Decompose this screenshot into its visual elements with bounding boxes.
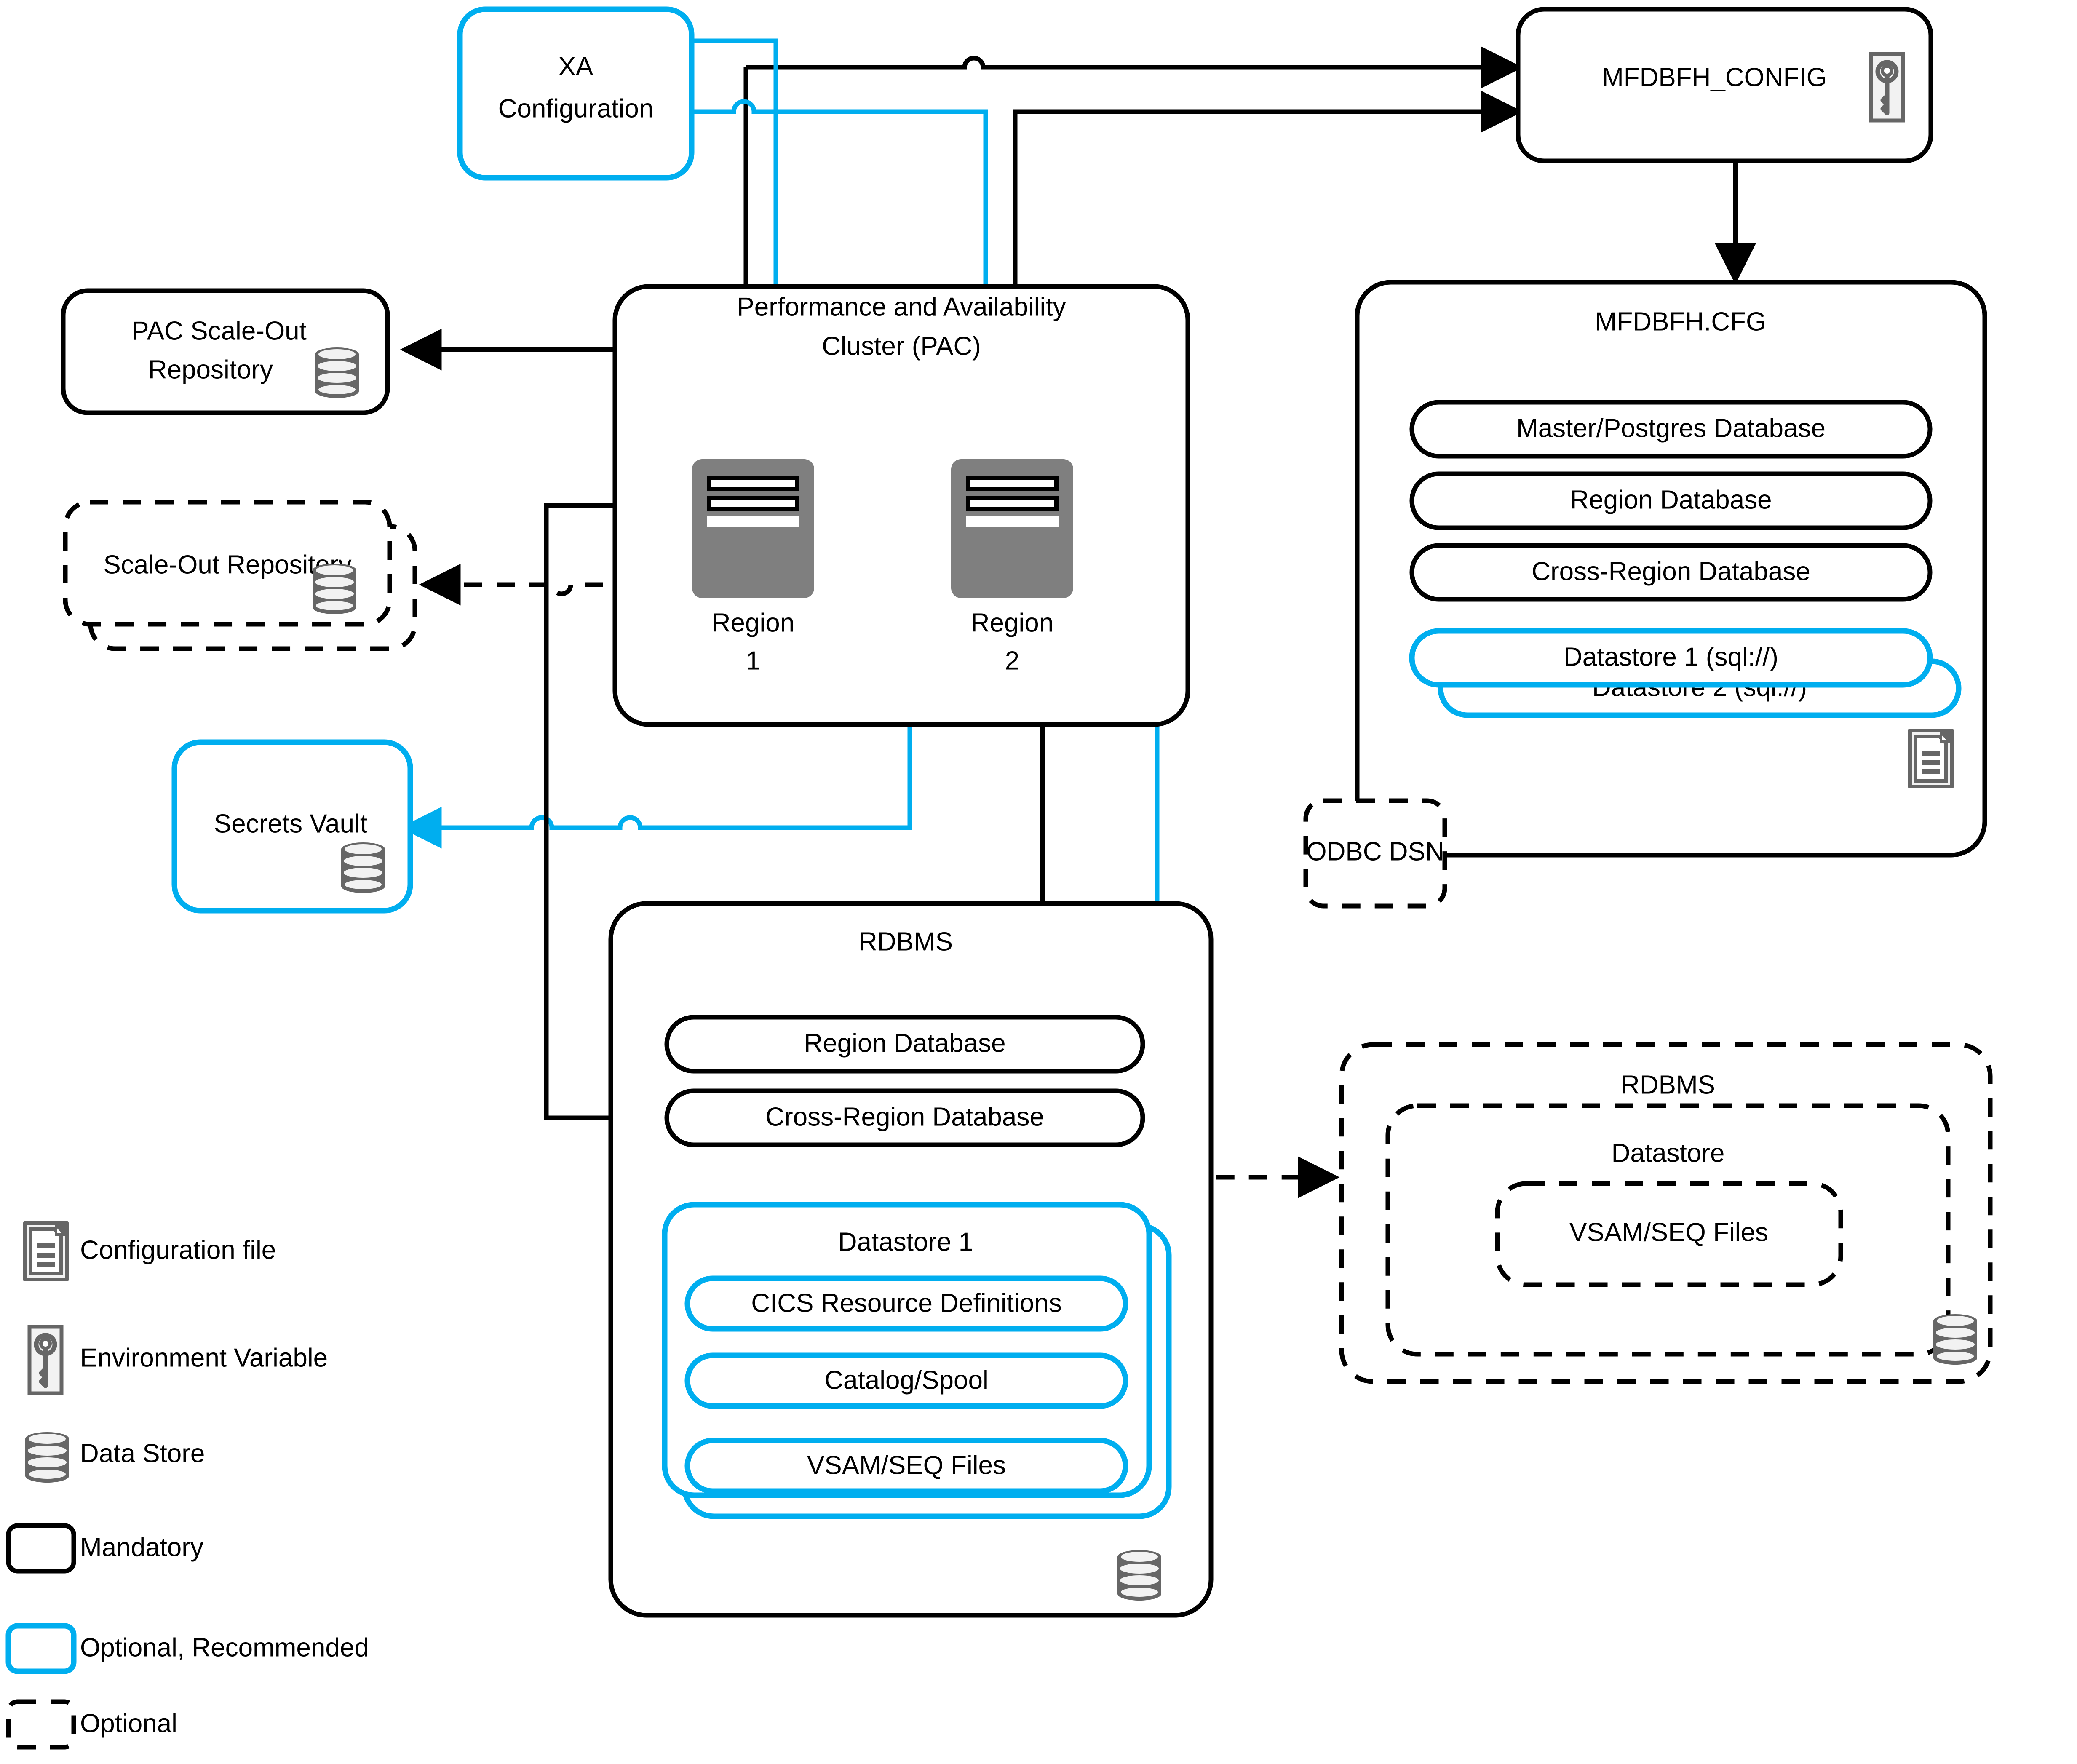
legend: Configuration file Environment Variable …: [5, 1221, 369, 1750]
data-store-icon: [315, 347, 359, 398]
node-mfdbfh-config[interactable]: MFDBFH_CONFIG: [1516, 7, 1933, 163]
datastore-item-catalog-spool[interactable]: Catalog/Spool: [684, 1352, 1128, 1409]
pac-cluster-title-line2: Cluster (PAC): [822, 331, 981, 361]
rdbms-center-database-label: Cross-Region Database: [765, 1102, 1044, 1131]
connector-pac-to-secrets-vault: [400, 703, 912, 849]
environment-variable-icon: [29, 1327, 61, 1393]
pac-scale-out-repository-label-line2: Repository: [148, 355, 273, 384]
data-store-icon: [313, 564, 356, 614]
pac-region-1[interactable]: Region 1: [692, 459, 814, 675]
mfdbfh-cfg-entry-label: Master/Postgres Database: [1516, 414, 1826, 443]
mfdbfh-cfg-title: MFDBFH.CFG: [1595, 307, 1766, 336]
node-xa-configuration[interactable]: XA Configuration: [457, 6, 695, 181]
datastore-item-label: VSAM/SEQ Files: [807, 1451, 1006, 1480]
node-mfdbfh-cfg[interactable]: MFDBFH.CFG Master/Postgres Database Regi…: [1355, 280, 1987, 858]
rdbms-center-title: RDBMS: [858, 927, 953, 956]
rdbms-right-title: RDBMS: [1621, 1070, 1715, 1099]
legend-item-environment-variable: Environment Variable: [29, 1327, 328, 1393]
legend-label: Configuration file: [80, 1235, 276, 1264]
datastore-item-cics-resource-definitions[interactable]: CICS Resource Definitions: [684, 1275, 1128, 1332]
rdbms-center-datastore-1[interactable]: Datastore 1 CICS Resource Definitions Ca…: [662, 1202, 1172, 1519]
mfdbfh-cfg-entry-master-postgres-database[interactable]: Master/Postgres Database: [1409, 400, 1933, 459]
environment-variable-icon: [1871, 54, 1903, 120]
node-secrets-vault[interactable]: Secrets Vault: [171, 739, 413, 914]
legend-item-optional: Optional: [6, 1699, 177, 1750]
pac-region-2-label-line2: 2: [1005, 646, 1019, 675]
legend-label: Mandatory: [80, 1533, 203, 1562]
node-pac-scale-out-repository[interactable]: PAC Scale-Out Repository: [61, 288, 390, 415]
datastore-item-label: Catalog/Spool: [824, 1366, 989, 1395]
node-rdbms-center[interactable]: RDBMS Region Database Cross-Region Datab…: [608, 901, 1214, 1618]
mfdbfh-cfg-entry-label: Datastore 1 (sql://): [1564, 642, 1778, 671]
rdbms-center-cross-region-database[interactable]: Cross-Region Database: [664, 1088, 1145, 1147]
rdbms-right-datastore-title: Datastore: [1612, 1139, 1725, 1168]
datastore-item-vsam-seq-files[interactable]: VSAM/SEQ Files: [684, 1438, 1128, 1494]
data-store-icon: [1117, 1550, 1161, 1601]
mfdbfh-cfg-entry-region-database[interactable]: Region Database: [1409, 471, 1933, 530]
mandatory-swatch: [6, 1523, 76, 1574]
rdbms-right-datastore[interactable]: Datastore VSAM/SEQ Files: [1385, 1103, 1951, 1357]
pac-cluster-title-line1: Performance and Availability: [737, 292, 1066, 321]
data-store-icon: [25, 1432, 69, 1483]
legend-label: Data Store: [80, 1439, 205, 1468]
optional-recommended-swatch: [5, 1623, 77, 1674]
rdbms-right-vsam-seq-files[interactable]: VSAM/SEQ Files: [1495, 1181, 1843, 1287]
mfdbfh-cfg-entry-label: Region Database: [1570, 485, 1772, 514]
pac-region-2[interactable]: Region 2: [951, 459, 1073, 675]
mfdbfh-cfg-entry-cross-region-database[interactable]: Cross-Region Database: [1409, 543, 1933, 602]
xa-configuration-label-line2: Configuration: [498, 94, 654, 123]
legend-item-configuration-file: Configuration file: [23, 1221, 276, 1281]
node-rdbms-right[interactable]: RDBMS Datastore VSAM/SEQ Files: [1339, 1042, 1993, 1384]
data-store-icon: [1933, 1314, 1977, 1365]
configuration-file-icon: [23, 1221, 69, 1281]
connector-pac-to-scale-out-repository: [419, 564, 636, 606]
data-store-icon: [341, 842, 385, 893]
datastore-item-label: CICS Resource Definitions: [751, 1288, 1061, 1318]
legend-label: Environment Variable: [80, 1343, 328, 1372]
connector-region2-to-xa-configuration: [490, 91, 988, 470]
pac-region-1-label-line2: 1: [746, 646, 760, 675]
optional-swatch: [6, 1699, 76, 1750]
mfdbfh-config-label: MFDBFH_CONFIG: [1602, 63, 1827, 92]
pac-region-2-label-line1: Region: [971, 608, 1053, 637]
configuration-file-icon: [1908, 729, 1954, 788]
pac-region-1-label-line1: Region: [712, 608, 794, 637]
legend-item-optional-recommended: Optional, Recommended: [5, 1623, 369, 1674]
legend-item-data-store: Data Store: [25, 1432, 205, 1483]
mfdbfh-cfg-entry-datastore-1[interactable]: Datastore 1 (sql://): [1409, 628, 1933, 688]
legend-label: Optional: [80, 1709, 177, 1738]
secrets-vault-label: Secrets Vault: [214, 809, 367, 838]
xa-configuration-label-line1: XA: [559, 52, 593, 81]
rdbms-right-vsam-label: VSAM/SEQ Files: [1569, 1218, 1768, 1247]
legend-label: Optional, Recommended: [80, 1633, 369, 1662]
pac-scale-out-repository-label-line1: PAC Scale-Out: [131, 316, 307, 345]
rdbms-center-datastore-title: Datastore 1: [838, 1227, 973, 1256]
node-scale-out-repository[interactable]: Scale-Out Repository: [63, 500, 417, 651]
rdbms-center-database-label: Region Database: [804, 1029, 1005, 1058]
node-odbc-dsn[interactable]: ODBC DSN: [1303, 798, 1447, 909]
odbc-dsn-label: ODBC DSN: [1306, 837, 1444, 866]
node-pac-cluster[interactable]: Performance and Availability Cluster (PA…: [612, 284, 1190, 727]
mfdbfh-cfg-entry-label: Cross-Region Database: [1532, 557, 1810, 586]
scale-out-repository-label: Scale-Out Repository: [103, 550, 351, 579]
rdbms-center-region-database[interactable]: Region Database: [664, 1015, 1145, 1074]
legend-item-mandatory: Mandatory: [6, 1523, 203, 1574]
